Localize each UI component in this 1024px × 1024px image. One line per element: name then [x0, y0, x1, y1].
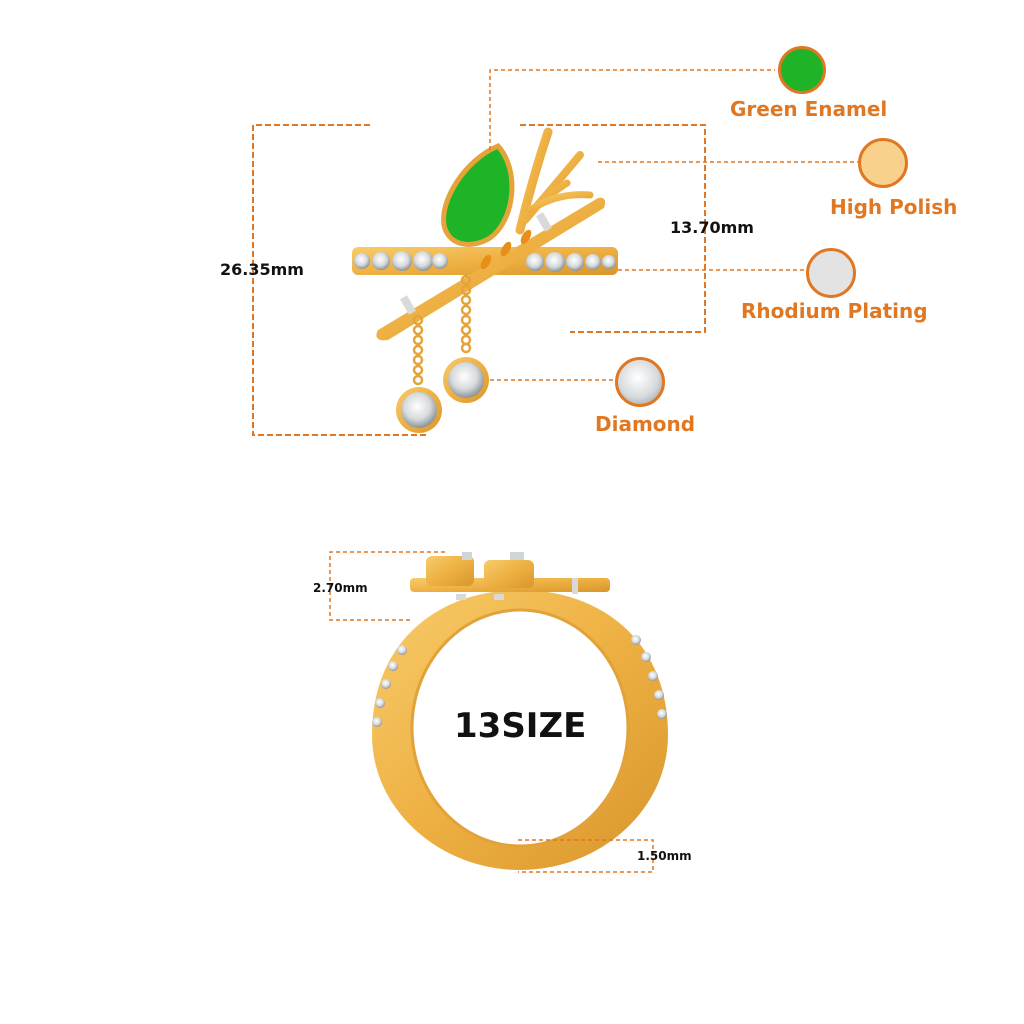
pave-diamonds [354, 251, 616, 272]
side-pave-diamonds [372, 635, 667, 727]
high-polish-swatch [858, 138, 908, 188]
ring-size-label: 13SIZE [454, 706, 587, 746]
top-setting-left [426, 556, 474, 586]
chain-left [412, 314, 424, 386]
dimension-height-label: 26.35mm [220, 260, 304, 279]
dimension-lines-side [329, 551, 654, 873]
rhodium-plating-swatch [806, 248, 856, 298]
ring-side-view [372, 552, 668, 870]
diamond-swatch [615, 357, 665, 407]
dimension-width-label: 13.70mm [670, 218, 754, 237]
legend-label-green-enamel: Green Enamel [730, 97, 888, 121]
drop-diamond-left [401, 392, 437, 428]
stem-4 [526, 191, 594, 214]
drop-diamond-right [448, 362, 484, 398]
dimension-lines-top [252, 69, 858, 436]
top-setting-right [484, 560, 534, 588]
legend-label-high-polish: High Polish [830, 195, 958, 219]
green-enamel-swatch [778, 46, 826, 94]
legend-label-rhodium-plating: Rhodium Plating [741, 299, 928, 323]
flute-bar [376, 197, 606, 341]
chain-right [460, 274, 472, 354]
legend-label-diamond: Diamond [595, 412, 696, 436]
band-inner [410, 608, 630, 848]
dimension-band-width-label: 1.50mm [637, 849, 692, 863]
dimension-thickness-label: 2.70mm [313, 581, 368, 595]
green-enamel-leaf [441, 143, 515, 247]
ring-top-view [352, 127, 618, 433]
